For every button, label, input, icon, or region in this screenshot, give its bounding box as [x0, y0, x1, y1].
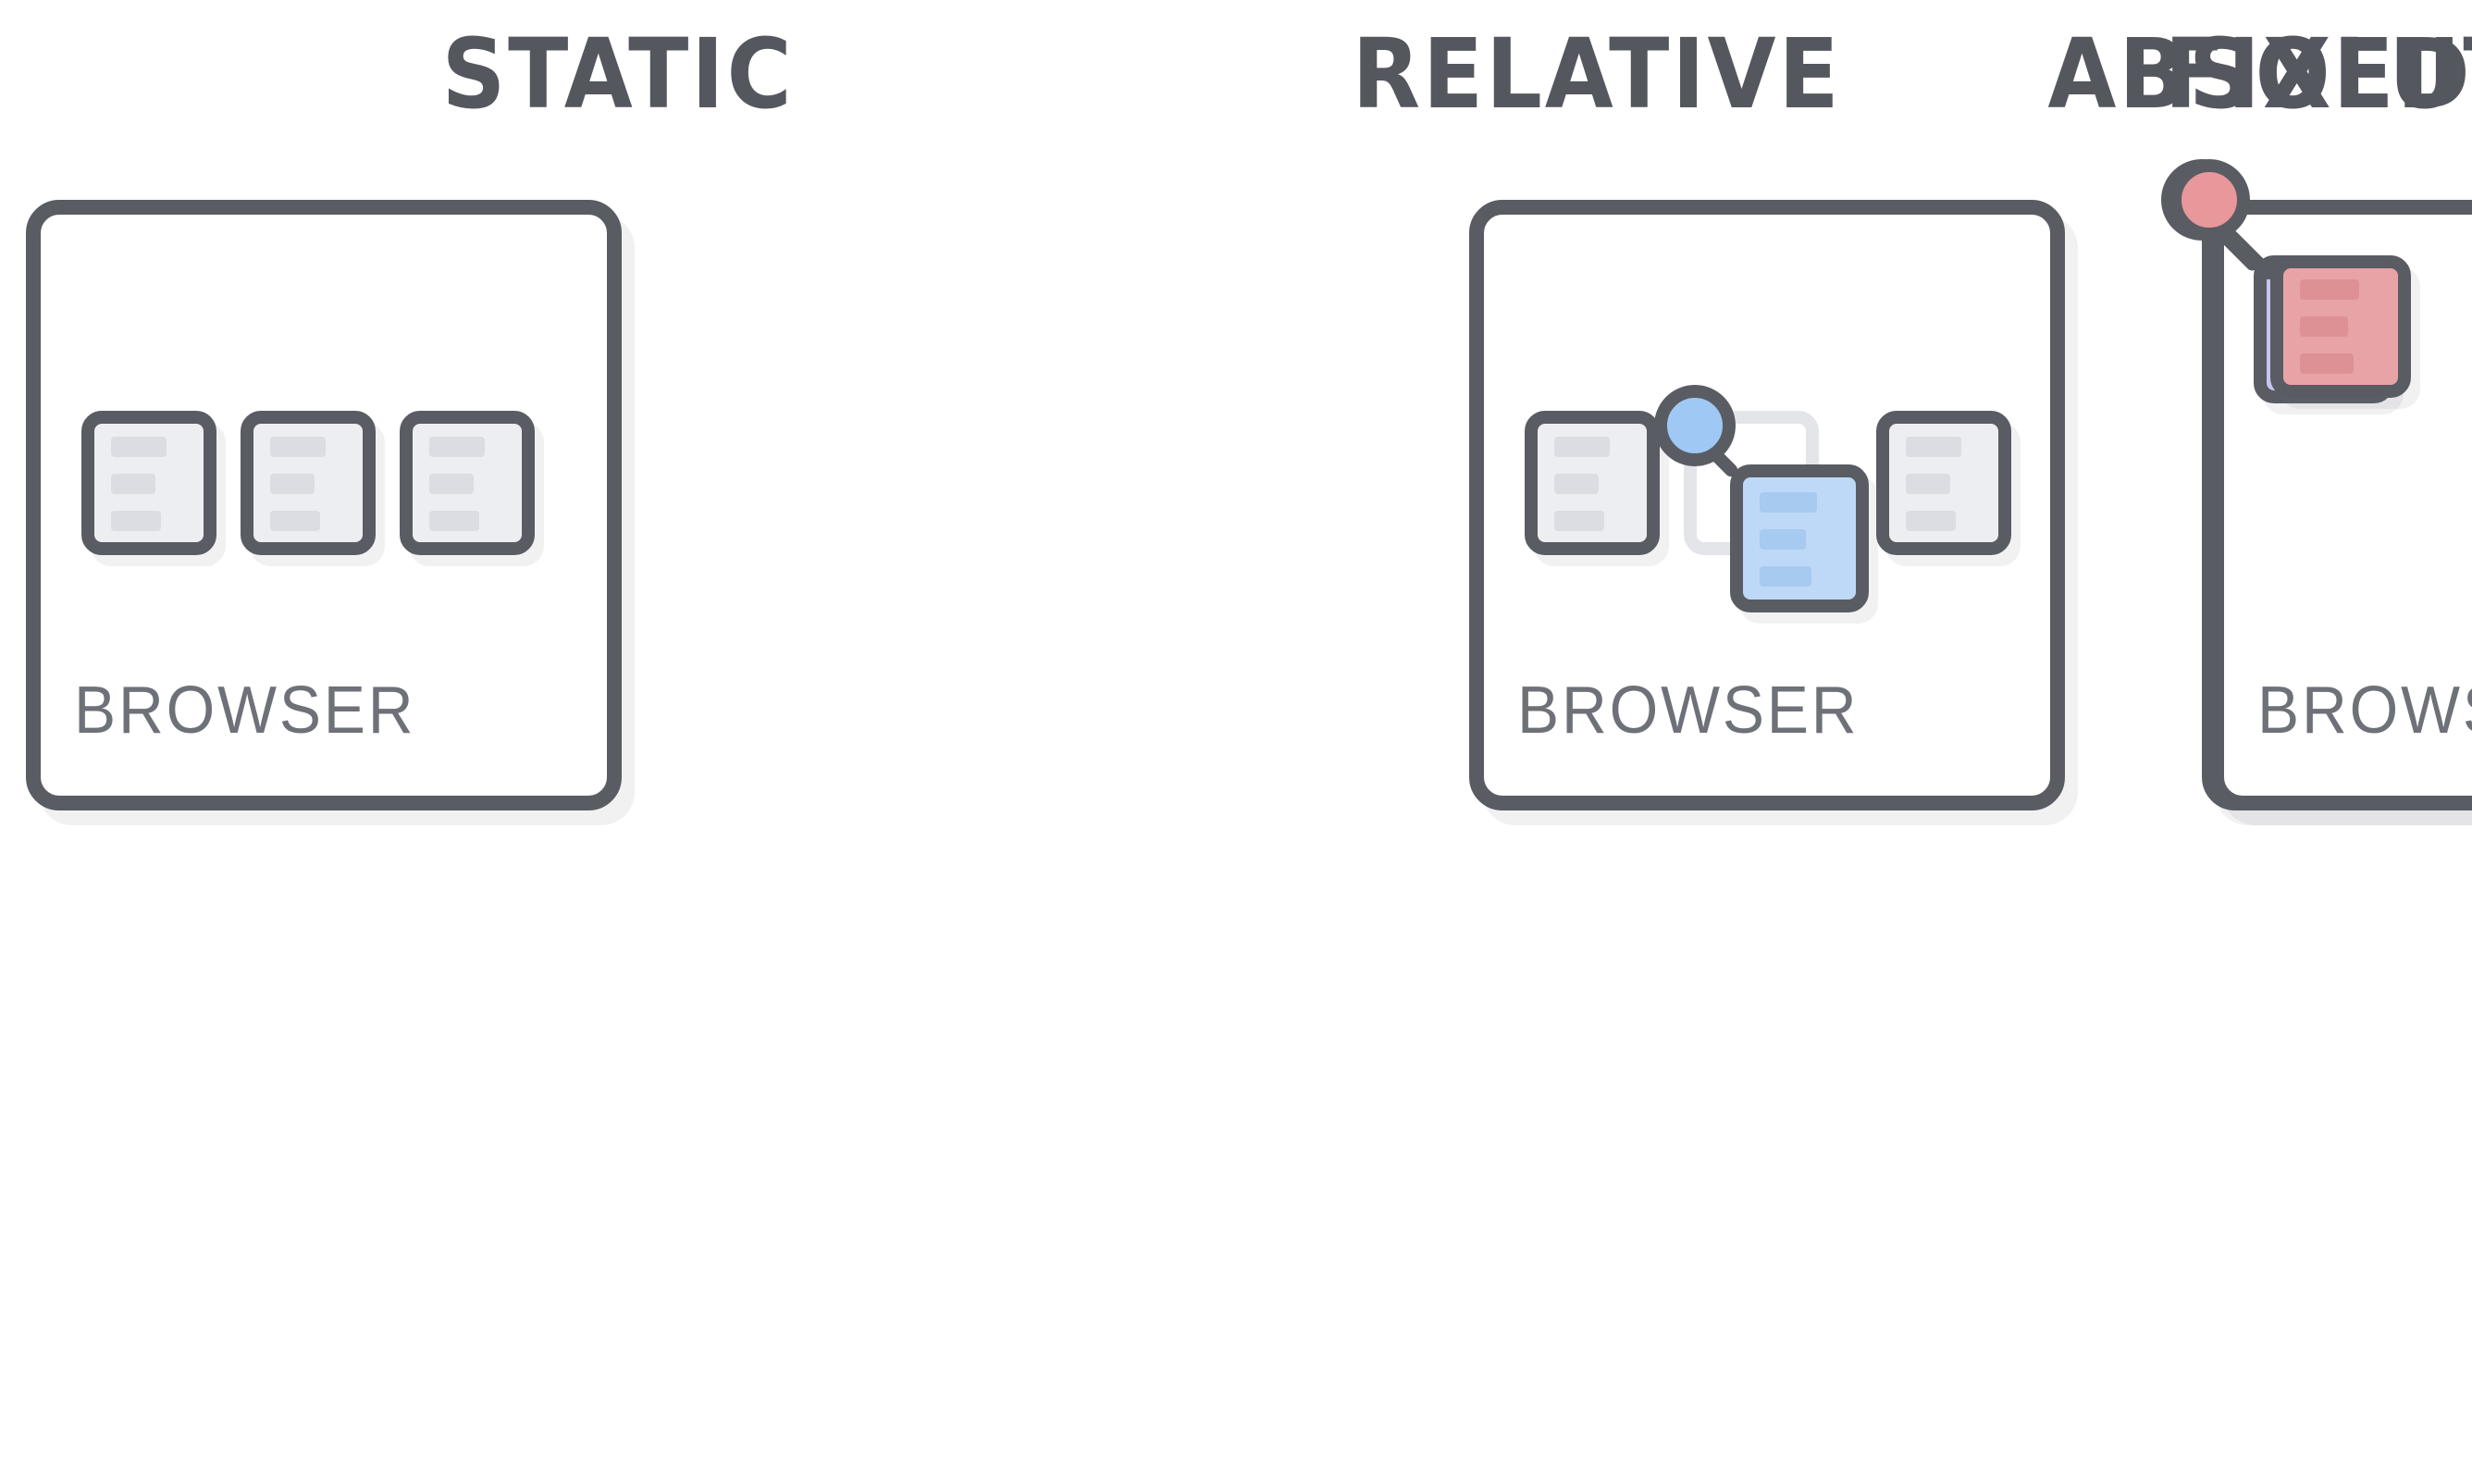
card-text-line	[1906, 473, 1950, 493]
card-text-line	[429, 436, 485, 456]
card-text-line	[1760, 565, 1812, 586]
panel-title-fixed: FIXED	[2164, 20, 2472, 131]
card-text-line	[429, 510, 480, 530]
card-text-line	[1906, 436, 1961, 456]
card-text-line	[1554, 510, 1605, 530]
browser-frame-relative: BROWSER	[1469, 200, 2065, 810]
card-text-line	[1760, 528, 1806, 549]
browser-label-static: BROWSER	[74, 672, 416, 748]
fixed-anchor-dot[interactable]	[2169, 159, 2250, 241]
card-text-line	[1906, 510, 1957, 530]
panel-title-relative: RELATIVE	[1352, 20, 1842, 131]
card-text-line	[270, 436, 326, 456]
relative-anchor-dot[interactable]	[1654, 385, 1736, 466]
browser-frame-fixed: BROWSER	[2169, 159, 2472, 810]
browser-frame-static: BROWSER	[26, 200, 622, 810]
relative-card-3[interactable]	[1876, 411, 2011, 555]
card-text-line	[111, 436, 167, 456]
card-text-line	[270, 510, 321, 530]
card-text-line	[2300, 279, 2359, 300]
card-text-line	[2300, 316, 2348, 337]
panel-relative: RELATIVE	[722, 0, 2065, 1484]
card-text-line	[1554, 436, 1610, 456]
static-card-1[interactable]	[81, 411, 216, 555]
browser-label-relative: BROWSER	[1517, 672, 1860, 748]
panel-static: STATIC BROWSER	[26, 20, 795, 810]
card-text-line	[111, 473, 155, 493]
panel-title-absolute: ABSOLUTE	[2047, 20, 2472, 131]
browser-label-fixed: BROWSER	[2257, 672, 2472, 748]
relative-card-1[interactable]	[1525, 411, 1660, 555]
panel-title-static: STATIC	[441, 20, 795, 131]
card-text-line	[429, 473, 474, 493]
card-text-line	[1554, 473, 1599, 493]
relative-card-2-offset[interactable]	[1730, 464, 1869, 612]
fixed-card-1[interactable]	[2270, 255, 2411, 398]
card-text-line	[111, 510, 162, 530]
static-card-3[interactable]	[400, 411, 535, 555]
position-diagram-board: STATIC BROWSER RELATIVE	[26, 20, 2472, 810]
static-card-2[interactable]	[241, 411, 376, 555]
card-text-line	[2300, 353, 2355, 374]
card-text-line	[1760, 491, 1817, 512]
card-text-line	[270, 473, 315, 493]
